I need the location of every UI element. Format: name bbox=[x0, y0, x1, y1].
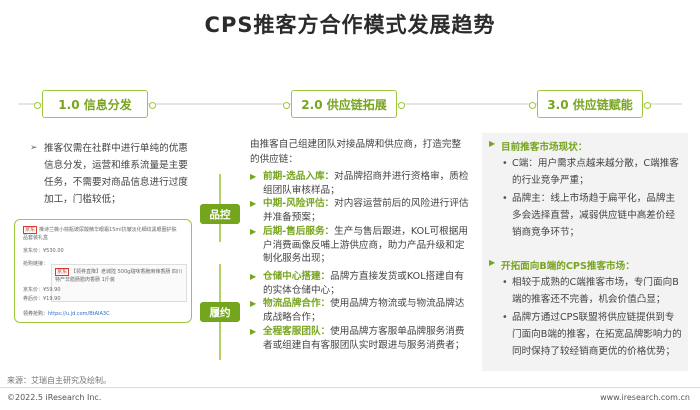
triangle-bullet-icon: ▶ bbox=[250, 172, 257, 181]
quality-control-list: ▶ 前期-选品入库：对品牌招商并进行资格审，质检组团队审核样品； ▶ 中期-风险… bbox=[250, 170, 470, 266]
product-1-title: 推诗兰薇小棕瓶玻尿酸精华眼霜15ml抗皱淡化细纹黑眼圈护肤品套装礼盒 bbox=[23, 227, 177, 241]
triangle-bullet-icon: ▶ bbox=[489, 139, 496, 148]
product-2-title: 【领券直降】老城隍 500g甜味香脆麻辣香肠 四川特产非腊肠腊肉香肠 1斤装 bbox=[55, 269, 182, 283]
triangle-bullet-icon: ▶ bbox=[250, 326, 257, 336]
fulfillment-list: ▶ 仓储中心搭建：品牌方直接发货或KOL搭建自有的实体仓储中心； ▶ 物流品牌合… bbox=[250, 270, 470, 352]
product-2-price: 京东价：¥59.90 bbox=[23, 287, 61, 293]
stage-3-panel: ▶ 目前推客市场现状： • C端：用户需求点越来越分散，C端推客的行业竞争严重；… bbox=[482, 133, 688, 371]
stage-2-box: 2.0 供应链拓展 bbox=[283, 90, 405, 118]
bullet-dot-icon: • bbox=[502, 277, 508, 288]
list-item: • 品牌主：线上市场趋于扁平化，品牌主多会选择直营，减弱供应链中高差价经销商竞争… bbox=[502, 190, 682, 241]
arrow-bullet-icon: ➢ bbox=[30, 143, 38, 153]
triangle-bullet-icon: ▶ bbox=[489, 258, 496, 267]
copyright: ©2022.5 iResearch Inc. bbox=[7, 393, 102, 402]
page-title: CPS推客方合作模式发展趋势 bbox=[204, 13, 496, 37]
footer-divider bbox=[0, 387, 700, 388]
triangle-bullet-icon: ▶ bbox=[250, 199, 257, 209]
stage-1-box: 1.0 信息分发 bbox=[34, 90, 156, 118]
list-item: ▶ 仓储中心搭建：品牌方直接发货或KOL搭建自有的实体仓储中心； bbox=[250, 271, 464, 296]
list-item: ▶ 前期-选品入库：对品牌招商并进行资格审，质检组团队审核样品； bbox=[250, 171, 469, 196]
market-status-heading: ▶ 目前推客市场现状： bbox=[489, 139, 588, 153]
list-item: • C端：用户需求点越来越分散，C端推客的行业竞争严重； bbox=[502, 155, 682, 189]
control-connector-line bbox=[219, 174, 221, 204]
list-item: • 相较于成熟的C端推客市场，专门面向B端的推客还不完善，机会价值凸显； bbox=[502, 274, 682, 308]
coupon-link-url: https://u.jd.com/BtAIA3C bbox=[48, 311, 110, 317]
list-item: • 品牌方通过CPS联盟将供应链提供到专门面向B端的推客，在拓宽品牌影响力的同时… bbox=[502, 309, 682, 360]
triangle-bullet-icon: ▶ bbox=[250, 299, 257, 309]
website-link: www.iresearch.com.cn bbox=[600, 393, 690, 402]
stage-1-text: 推客仅需在社群中进行单纯的优惠信息分发，运营和维系流量是主要任务，不需要对商品信… bbox=[44, 143, 188, 205]
fulfillment-badge: 履约 bbox=[200, 302, 240, 322]
source-note: 来源：艾瑞自主研究及绘制。 bbox=[7, 376, 111, 385]
list-item: ▶ 后期-售后服务：生产与售后跟进，KOL可根据用户消费画像反哺上游供应商，助力… bbox=[250, 225, 468, 265]
control-connector-line-lower bbox=[219, 224, 221, 242]
fulfill-connector-line bbox=[219, 264, 221, 302]
coupon-link-label: 领券抢购： bbox=[23, 311, 49, 317]
list-item: ▶ 全程客服团队：使用品牌方客服单品牌服务消费者或组建自有客服团队实时跟进与服务… bbox=[250, 325, 465, 351]
bullet-dot-icon: • bbox=[502, 312, 508, 323]
fulfill-connector-line-lower bbox=[219, 322, 221, 360]
quality-control-badge: 品控 bbox=[200, 204, 240, 224]
jd-tag: 京东 bbox=[55, 268, 70, 276]
product-1-price: 京东价：¥530.00 bbox=[23, 248, 64, 254]
jd-tag: 京东 bbox=[23, 226, 38, 234]
buy-link-label: 抢购链接： bbox=[23, 261, 49, 267]
product-message-2: 京东【领券直降】老城隍 500g甜味香脆麻辣香肠 四川特产非腊肠腊肉香肠 1斤装 bbox=[51, 264, 187, 302]
bullet-dot-icon: • bbox=[502, 193, 508, 204]
list-item: ▶ 物流品牌合作：使用品牌方物流或与物流品牌达成战略合作； bbox=[250, 298, 465, 324]
coupon-link: 领券抢购：https://u.jd.com/BtAIA3C bbox=[23, 310, 110, 317]
stage-2-intro: 由推客自己组建团队对接品牌和供应商，打造完整的供应链： bbox=[250, 139, 462, 165]
product-message-1: 京东推诗兰薇小棕瓶玻尿酸精华眼霜15ml抗皱淡化细纹黑眼圈护肤品套装礼盒 bbox=[23, 226, 181, 242]
triangle-bullet-icon: ▶ bbox=[250, 272, 257, 281]
stage-1-description: ➢ 推客仅需在社群中进行单纯的优惠信息分发，运营和维系流量是主要任务，不需要对商… bbox=[30, 140, 190, 208]
triangle-bullet-icon: ▶ bbox=[250, 226, 257, 236]
bullet-dot-icon: • bbox=[502, 158, 508, 169]
coupon-message-screenshot: 京东推诗兰薇小棕瓶玻尿酸精华眼霜15ml抗皱淡化细纹黑眼圈护肤品套装礼盒 京东价… bbox=[14, 219, 192, 323]
b2b-market-heading: ▶ 开拓面向B端的CPS推客市场： bbox=[489, 258, 635, 272]
list-item: ▶ 中期-风险评估：对内容运营前后的风险进行评估并准备预案； bbox=[250, 198, 469, 224]
product-2-coupon-price: 券后价：¥19.90 bbox=[23, 296, 61, 302]
stage-3-box: 3.0 供应链赋能 bbox=[529, 90, 651, 118]
